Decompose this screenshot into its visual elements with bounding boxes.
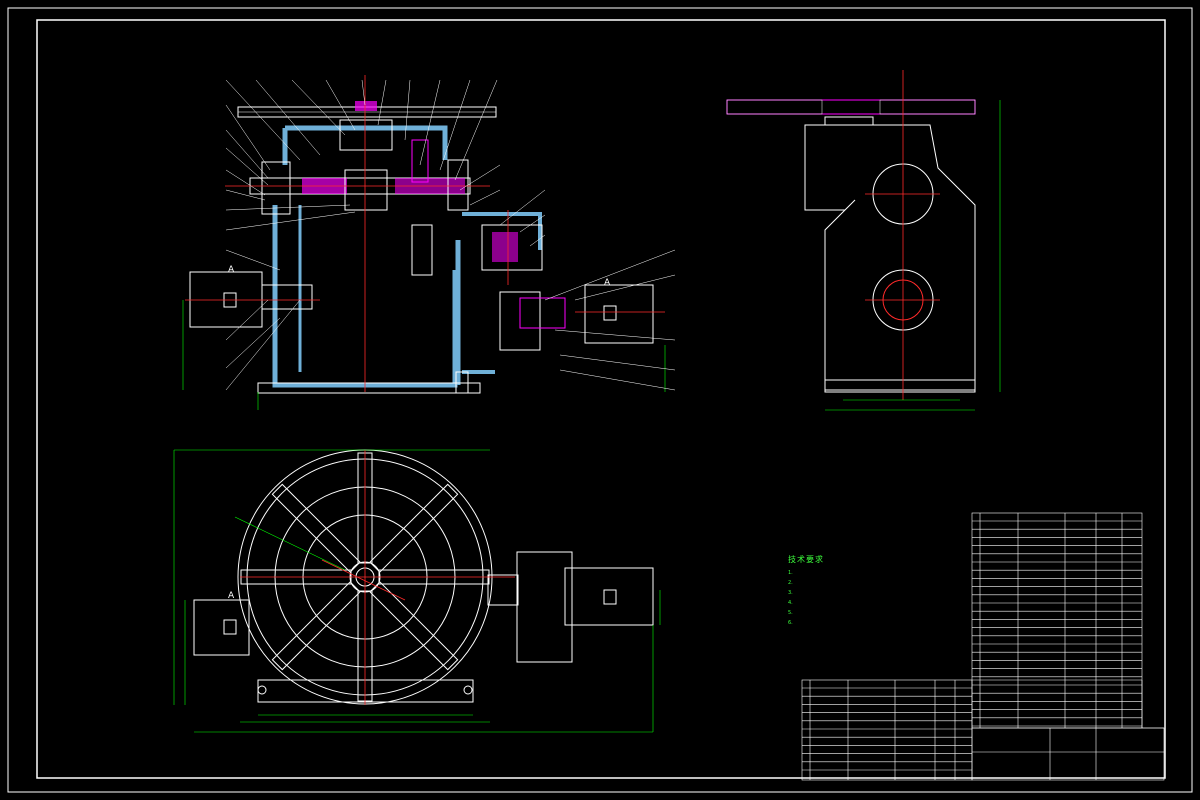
technical-note-line: 5. [788,610,793,616]
technical-note-line: 4. [788,600,793,606]
inner-frame [36,19,1166,779]
technical-notes-title: 技术要求 [788,555,824,564]
technical-note-line: 6. [788,620,793,626]
technical-note-line: 3. [788,590,793,596]
front-section-view: A A [182,75,676,410]
top-view: A [173,449,661,733]
section-mark-left: A [228,265,235,275]
section-mark-right: A [604,278,611,288]
outer-frame [7,7,1193,793]
title-block [801,512,1165,781]
technical-note-line: 2. [788,580,793,586]
section-mark-top: A [228,591,235,601]
technical-note-line: 1. [788,570,793,576]
side-view [726,70,1001,411]
technical-notes: 技术要求 1. 2. 3. 4. 5. 6. [788,555,1008,628]
